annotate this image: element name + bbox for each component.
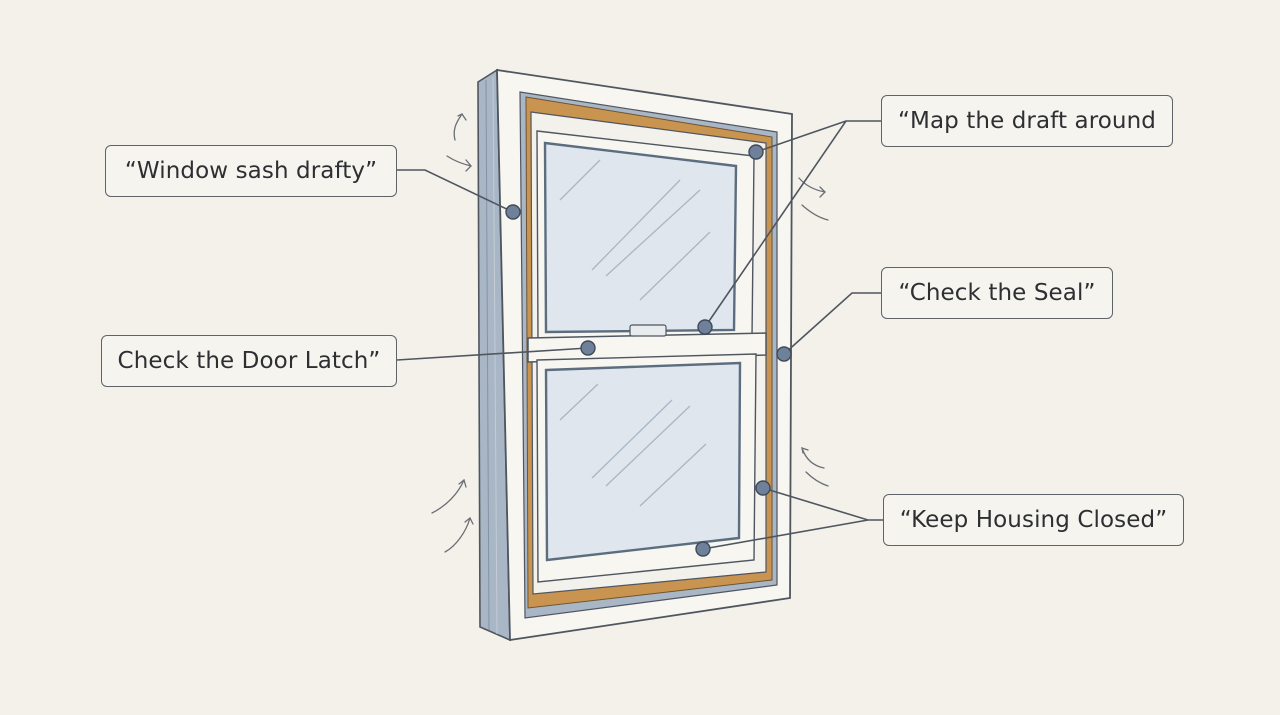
marker-check-seal [776, 346, 792, 362]
callout-check-the-door-latch: Check the Door Latch” [101, 335, 397, 387]
marker-dots [505, 144, 792, 557]
callout-keep-housing-closed: “Keep Housing Closed” [883, 494, 1184, 546]
callout-check-the-seal: “Check the Seal” [881, 267, 1113, 319]
marker-housing-bottom [695, 541, 711, 557]
marker-map-draft-top [748, 144, 764, 160]
leader-door-latch [396, 347, 589, 361]
draft-arrows [431, 113, 829, 553]
marker-door-latch [580, 340, 596, 356]
sash-lock [629, 324, 667, 337]
leader-map-draft-b [704, 120, 847, 328]
lower-glass [544, 361, 742, 562]
leader-window-sash [397, 169, 514, 213]
leader-housing-b [702, 519, 869, 550]
marker-map-draft-rail [697, 319, 713, 335]
leader-check-seal [783, 292, 881, 355]
marker-housing-side [755, 480, 771, 496]
upper-glass [543, 141, 738, 334]
callout-map-the-draft-around: “Map the draft around [881, 95, 1173, 147]
marker-window-sash [505, 204, 521, 220]
leader-lines [396, 120, 883, 550]
callout-window-sash-drafty: “Window sash drafty” [105, 145, 397, 197]
